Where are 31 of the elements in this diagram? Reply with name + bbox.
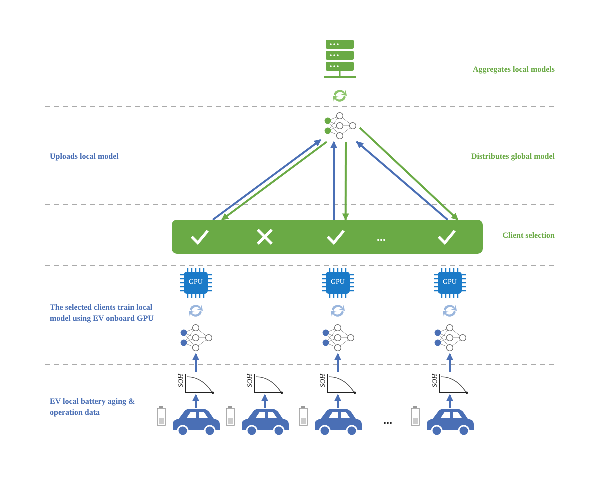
arrow: [262, 394, 268, 408]
arrow: [192, 394, 200, 408]
car-icon: [171, 408, 221, 438]
arrow: [446, 394, 454, 408]
soh-curve-chart: [176, 372, 216, 395]
car-icon: [313, 408, 363, 438]
arrow: [356, 141, 448, 221]
annotation-text: Aggregates local models: [472, 64, 555, 75]
arrow: [342, 142, 350, 221]
annotation-text: Client selection: [502, 230, 555, 241]
gpu-chip-icon: [434, 268, 466, 298]
arrow: [330, 141, 338, 220]
arrow: [334, 394, 342, 408]
arrow: [446, 353, 454, 372]
annotation-text: Distributes global model: [470, 151, 555, 162]
client-selection-bar: [172, 220, 483, 254]
gpu-chip-icon: [322, 268, 354, 298]
annotation-text: EV local battery aging & operation data: [50, 396, 136, 418]
soh-curve-chart: [318, 372, 358, 395]
arrow: [334, 353, 342, 372]
car-icon: [240, 408, 290, 438]
ellipsis: ...: [377, 230, 386, 244]
ellipsis: ...: [382, 414, 394, 426]
annotation-text: The selected clients train local model using EV onboard GPU: [50, 302, 155, 324]
arrow: [359, 127, 459, 221]
annotation-text: Uploads local model: [50, 151, 120, 162]
car-icon: [425, 408, 475, 438]
soh-curve-chart: [245, 372, 285, 395]
arrow: [192, 353, 200, 372]
gpu-chip-icon: [180, 268, 212, 298]
soh-curve-chart: [430, 372, 470, 395]
